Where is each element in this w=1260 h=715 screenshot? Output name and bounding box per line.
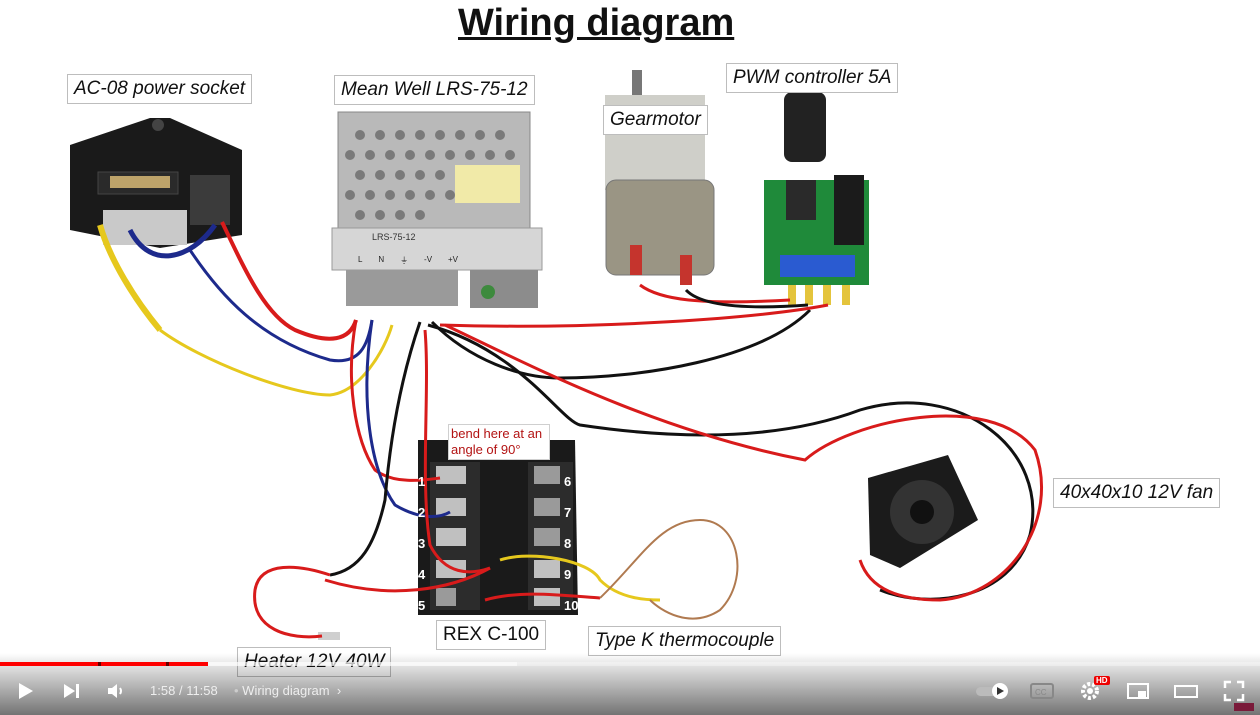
autoplay-toggle-icon xyxy=(976,683,1008,699)
psu-terminal-label: -V xyxy=(424,255,433,264)
label-thermocouple: Type K thermocouple xyxy=(588,626,782,656)
rex-terminal-number: 2 xyxy=(418,505,426,520)
psu-terminal-label: L xyxy=(358,255,363,264)
hd-badge: HD xyxy=(1094,676,1110,685)
time-total: 11:58 xyxy=(186,683,218,698)
next-icon xyxy=(64,684,79,698)
chapter-title: Wiring diagram xyxy=(242,683,330,698)
time-current: 1:58 xyxy=(150,683,176,698)
heater-image xyxy=(318,632,340,640)
rex-terminals-left: 1 2 3 4 5 xyxy=(418,466,425,621)
time-display: 1:58 / 11:58 xyxy=(150,683,218,698)
played-bar xyxy=(0,662,208,666)
label-rex: REX C-100 xyxy=(436,620,547,650)
diagram-title: Wiring diagram xyxy=(458,2,735,44)
rex-terminal-number: 4 xyxy=(418,567,426,582)
rex-terminal-number: 6 xyxy=(564,474,572,489)
power-socket-image xyxy=(70,118,242,248)
wires xyxy=(97,221,1044,639)
captions-button[interactable]: CC xyxy=(1026,676,1058,706)
bend-note: bend here at an angle of 90° xyxy=(448,424,550,460)
label-power-socket: AC-08 power socket xyxy=(67,74,253,104)
rex-terminal-number: 5 xyxy=(418,598,426,613)
rex-terminals-right: 6 7 8 9 10 xyxy=(564,466,578,621)
label-psu: Mean Well LRS-75-12 xyxy=(334,75,535,105)
rex-terminal-number: 3 xyxy=(418,536,426,551)
theater-button[interactable] xyxy=(1170,676,1202,706)
progress-bar[interactable] xyxy=(0,662,1260,666)
psu-terminal-label: +V xyxy=(447,255,458,264)
miniplayer-button[interactable] xyxy=(1122,676,1154,706)
channel-watermark[interactable] xyxy=(1234,703,1254,711)
chevron-right-icon: › xyxy=(333,683,342,698)
psu-terminal-label: ⏚ xyxy=(400,256,409,265)
psu-image xyxy=(331,111,543,308)
label-pwm-controller: PWM controller 5A xyxy=(726,63,899,93)
chapter-marker xyxy=(166,662,169,666)
rex-terminal-number: 10 xyxy=(564,598,579,613)
rex-terminal-number: 7 xyxy=(564,505,572,520)
settings-button[interactable]: HD xyxy=(1074,676,1110,706)
rex-terminal-number: 8 xyxy=(564,536,572,551)
play-button[interactable] xyxy=(10,676,40,706)
miniplayer-icon xyxy=(1127,683,1149,699)
volume-icon xyxy=(108,684,122,698)
time-separator: / xyxy=(178,683,183,698)
svg-text:CC: CC xyxy=(1035,688,1047,697)
gearmotor-image xyxy=(605,70,715,285)
play-icon xyxy=(19,683,33,699)
volume-button[interactable] xyxy=(102,676,132,706)
psu-terminal-labels: L N ⏚ -V +V xyxy=(358,255,458,266)
fullscreen-icon xyxy=(1223,680,1245,702)
chapter-marker xyxy=(98,662,101,666)
autoplay-toggle[interactable] xyxy=(972,676,1012,706)
rex-terminal-number: 9 xyxy=(564,567,572,582)
pwm-controller-image xyxy=(764,92,869,305)
fullscreen-button[interactable] xyxy=(1218,676,1250,706)
rex-terminal-number: 1 xyxy=(418,474,426,489)
captions-icon: CC xyxy=(1030,683,1054,699)
psu-model-label: LRS-75-12 xyxy=(372,232,416,242)
settings-icon xyxy=(1081,682,1099,700)
rex-controller-image xyxy=(418,440,578,615)
label-fan: 40x40x10 12V fan xyxy=(1053,478,1221,508)
fan-image xyxy=(868,455,978,568)
label-gearmotor: Gearmotor xyxy=(603,105,708,135)
buffer-bar xyxy=(0,662,517,666)
theater-icon xyxy=(1174,685,1198,698)
chapter-button[interactable]: • Wiring diagram › xyxy=(234,683,342,698)
next-button[interactable] xyxy=(56,676,86,706)
psu-terminal-label: N xyxy=(378,255,385,264)
